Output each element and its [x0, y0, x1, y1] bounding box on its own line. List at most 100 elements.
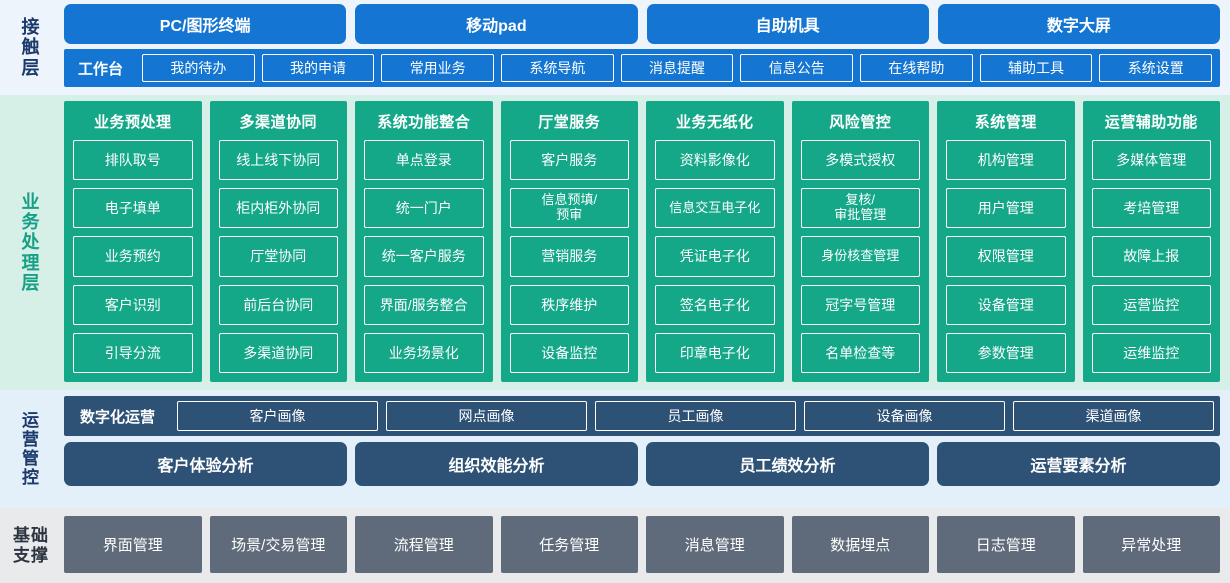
workbench-item-system-settings[interactable]: 系统设置: [1099, 54, 1213, 82]
column-items: 机构管理 用户管理 权限管理 设备管理 参数管理: [946, 140, 1066, 374]
cell-list-check[interactable]: 名单检查等: [800, 332, 920, 374]
workbench-item-my-todo[interactable]: 我的待办: [142, 54, 255, 82]
portrait-device[interactable]: 设备画像: [804, 401, 1006, 431]
layer-contact: 接触层 PC/图形终端 移动pad 自助机具 数字大屏 工作台 我的待办 我的申…: [0, 0, 1230, 95]
layer-operation: 运营管控 数字化运营 客户画像 网点画像 员工画像 设备画像 渠道画像 客户体验…: [0, 390, 1230, 508]
portrait-employee[interactable]: 员工画像: [595, 401, 797, 431]
foundation-process-management[interactable]: 流程管理: [355, 516, 493, 573]
cell-multimedia-management[interactable]: 多媒体管理: [1091, 140, 1211, 181]
cell-lobby-collaboration[interactable]: 厅堂协同: [218, 236, 338, 277]
cell-seal-electronic[interactable]: 印章电子化: [655, 332, 775, 374]
cell-interface-service-integration[interactable]: 界面/服务整合: [364, 284, 484, 325]
portrait-channel[interactable]: 渠道画像: [1013, 401, 1215, 431]
cell-electronic-form[interactable]: 电子填单: [73, 188, 193, 229]
workbench-item-common-business[interactable]: 常用业务: [381, 54, 495, 82]
foundation-message-management[interactable]: 消息管理: [646, 516, 784, 573]
cell-unified-portal[interactable]: 统一门户: [364, 188, 484, 229]
layer-contact-body: PC/图形终端 移动pad 自助机具 数字大屏 工作台 我的待办 我的申请 常用…: [62, 0, 1230, 95]
workbench-item-my-application[interactable]: 我的申请: [261, 54, 375, 82]
analysis-customer-experience[interactable]: 客户体验分析: [64, 442, 347, 486]
cell-guide-diversion[interactable]: 引导分流: [73, 332, 193, 374]
cell-maintenance-monitoring[interactable]: 运维监控: [1091, 332, 1211, 374]
digital-operation-label: 数字化运营: [80, 408, 156, 426]
cell-fault-report[interactable]: 故障上报: [1091, 236, 1211, 277]
cell-information-exchange-electronic[interactable]: 信息交互电子化: [655, 188, 775, 229]
analysis-employee-performance[interactable]: 员工绩效分析: [646, 442, 929, 486]
layer-operation-label: 运营管控: [0, 390, 62, 508]
cell-signature-electronic[interactable]: 签名电子化: [655, 284, 775, 325]
cell-marketing-service[interactable]: 营销服务: [509, 236, 629, 277]
workbench-item-auxiliary-tools[interactable]: 辅助工具: [979, 54, 1093, 82]
cell-training-management[interactable]: 考培管理: [1091, 188, 1211, 229]
cell-review-approval-management[interactable]: 复核/审批管理: [800, 188, 920, 229]
cell-unified-customer-service[interactable]: 统一客户服务: [364, 236, 484, 277]
cell-permission-management[interactable]: 权限管理: [946, 236, 1066, 277]
cell-information-prefill-review[interactable]: 信息预填/预审: [509, 188, 629, 229]
column-title: 厅堂服务: [538, 114, 601, 131]
cell-serial-number-management[interactable]: 冠字号管理: [800, 284, 920, 325]
column-title: 风险管控: [829, 114, 892, 131]
column-title: 多渠道协同: [239, 114, 317, 131]
cell-device-monitoring[interactable]: 设备监控: [509, 332, 629, 374]
foundation-task-management[interactable]: 任务管理: [500, 516, 638, 573]
cell-business-appointment[interactable]: 业务预约: [73, 236, 193, 277]
cell-document-imaging[interactable]: 资料影像化: [655, 140, 775, 181]
cell-order-maintenance[interactable]: 秩序维护: [509, 284, 629, 325]
layer-business-label-text: 业务处理层: [21, 192, 41, 293]
cell-identity-verification-management[interactable]: 身份核查管理: [800, 236, 920, 277]
cell-business-scenario[interactable]: 业务场景化: [364, 332, 484, 374]
cell-counter-inside-outside-collaboration[interactable]: 柜内柜外协同: [218, 188, 338, 229]
foundation-data-tracking[interactable]: 数据埋点: [791, 516, 929, 573]
foundation-exception-handling[interactable]: 异常处理: [1082, 516, 1220, 573]
analysis-operation-factors[interactable]: 运营要素分析: [937, 442, 1220, 486]
channel-digital-screen[interactable]: 数字大屏: [937, 4, 1220, 44]
workbench-item-information-bulletin[interactable]: 信息公告: [740, 54, 854, 82]
column-items: 线上线下协同 柜内柜外协同 厅堂协同 前后台协同 多渠道协同: [218, 140, 338, 374]
column-title: 业务无纸化: [675, 114, 754, 131]
layer-foundation-label-text: 基础支撑: [13, 526, 49, 565]
cell-customer-service[interactable]: 客户服务: [509, 140, 629, 181]
cell-multichannel-collaboration[interactable]: 多渠道协同: [218, 332, 338, 374]
column-items: 多模式授权 复核/审批管理 身份核查管理 冠字号管理 名单检查等: [800, 140, 920, 374]
column-items: 排队取号 电子填单 业务预约 客户识别 引导分流: [73, 140, 193, 374]
column-items: 多媒体管理 考培管理 故障上报 运营监控 运维监控: [1091, 140, 1211, 374]
channel-self-service-machine[interactable]: 自助机具: [646, 4, 929, 44]
cell-parameter-management[interactable]: 参数管理: [946, 332, 1066, 374]
workbench-item-online-help[interactable]: 在线帮助: [860, 54, 973, 82]
channel-mobile-pad[interactable]: 移动pad: [355, 4, 638, 44]
business-column-multichannel-collaboration: 多渠道协同 线上线下协同 柜内柜外协同 厅堂协同 前后台协同 多渠道协同: [209, 101, 347, 382]
cell-queue-ticket[interactable]: 排队取号: [73, 140, 193, 181]
layer-foundation-body: 界面管理 场景/交易管理 流程管理 任务管理 消息管理 数据埋点 日志管理 异常…: [62, 508, 1230, 583]
cell-user-management[interactable]: 用户管理: [946, 188, 1066, 229]
analysis-organization-efficiency[interactable]: 组织效能分析: [355, 442, 638, 486]
column-title: 系统功能整合: [377, 114, 471, 131]
foundation-scenario-transaction-management[interactable]: 场景/交易管理: [209, 516, 347, 573]
foundation-log-management[interactable]: 日志管理: [937, 516, 1075, 573]
cell-operation-monitoring[interactable]: 运营监控: [1091, 284, 1211, 325]
channel-pc-terminal[interactable]: PC/图形终端: [64, 4, 347, 44]
foundation-interface-management[interactable]: 界面管理: [64, 516, 202, 573]
workbench-label: 工作台: [78, 60, 124, 78]
business-column-system-function-integration: 系统功能整合 单点登录 统一门户 统一客户服务 界面/服务整合 业务场景化: [355, 101, 493, 382]
layer-operation-label-text: 运营管控: [22, 410, 40, 488]
layer-contact-label: 接触层: [0, 0, 62, 95]
business-column-risk-control: 风险管控 多模式授权 复核/审批管理 身份核查管理 冠字号管理 名单检查等: [791, 101, 929, 382]
cell-equipment-management[interactable]: 设备管理: [946, 284, 1066, 325]
portrait-customer[interactable]: 客户画像: [177, 401, 379, 431]
portrait-branch[interactable]: 网点画像: [386, 401, 588, 431]
column-items: 单点登录 统一门户 统一客户服务 界面/服务整合 业务场景化: [364, 140, 484, 374]
cell-voucher-electronic[interactable]: 凭证电子化: [655, 236, 775, 277]
cell-single-sign-on[interactable]: 单点登录: [364, 140, 484, 181]
business-column-preprocessing: 业务预处理 排队取号 电子填单 业务预约 客户识别 引导分流: [64, 101, 202, 382]
cell-multimode-authorization[interactable]: 多模式授权: [800, 140, 920, 181]
cell-front-back-office-collaboration[interactable]: 前后台协同: [218, 284, 338, 325]
layer-business-label: 业务处理层: [0, 95, 62, 390]
workbench-item-message-reminder[interactable]: 消息提醒: [620, 54, 734, 82]
analysis-row: 客户体验分析 组织效能分析 员工绩效分析 运营要素分析: [64, 442, 1220, 486]
cell-organization-management[interactable]: 机构管理: [946, 140, 1066, 181]
layer-foundation: 基础支撑 界面管理 场景/交易管理 流程管理 任务管理 消息管理 数据埋点 日志…: [0, 508, 1230, 583]
workbench-item-system-navigation[interactable]: 系统导航: [501, 54, 614, 82]
cell-customer-identification[interactable]: 客户识别: [73, 284, 193, 325]
cell-online-offline-collaboration[interactable]: 线上线下协同: [218, 140, 338, 181]
